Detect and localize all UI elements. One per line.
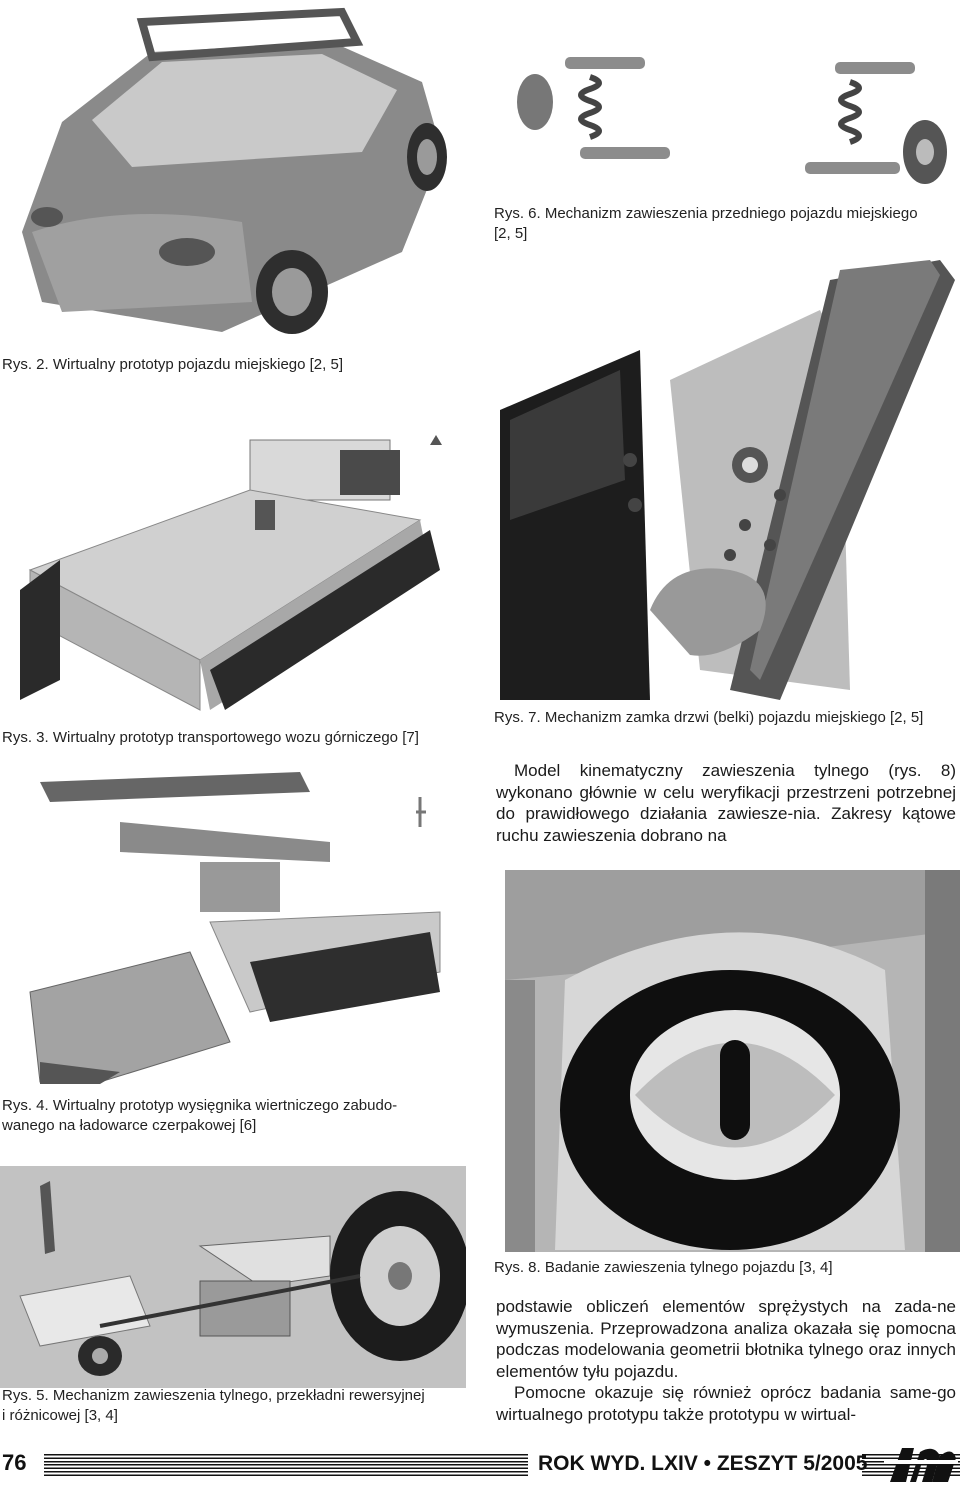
paragraph-1-text: Model kinematyczny zawieszenia tylnego (… bbox=[496, 761, 956, 845]
journal-issue-label: ROK WYD. LXIV • ZESZYT 5/2005 bbox=[538, 1452, 868, 1475]
figure-drilling-boom bbox=[0, 762, 470, 1092]
caption-fig8: Rys. 8. Badanie zawieszenia tylnego poja… bbox=[494, 1259, 833, 1276]
drilling-boom-image bbox=[0, 762, 470, 1092]
page-footer: 76 ROK WYD. LXIV • ZESZYT 5/2005 bbox=[0, 1440, 960, 1486]
body-paragraph-1: Model kinematyczny zawieszenia tylnego (… bbox=[496, 760, 956, 846]
figure-rear-gear-mechanism bbox=[0, 1166, 466, 1388]
figure-mining-wagon bbox=[0, 420, 470, 716]
caption-fig6-line1: Rys. 6. Mechanizm zawieszenia przedniego… bbox=[494, 205, 918, 222]
door-lock-image bbox=[500, 260, 960, 700]
front-suspension-image bbox=[505, 2, 960, 198]
figure-door-lock bbox=[500, 260, 960, 700]
journal-logo-icon bbox=[884, 1442, 958, 1484]
figure-rear-suspension-test bbox=[505, 870, 960, 1252]
caption-fig5-line2: i różnicowej [3, 4] bbox=[2, 1407, 118, 1424]
page-number: 76 bbox=[2, 1450, 27, 1475]
figure-city-car bbox=[2, 2, 472, 350]
caption-fig4-line1: Rys. 4. Wirtualny prototyp wysięgnika wi… bbox=[2, 1097, 398, 1114]
mining-wagon-image bbox=[0, 420, 470, 716]
caption-fig6-line2: [2, 5] bbox=[494, 225, 528, 242]
caption-fig4: Rys. 4. Wirtualny prototyp wysięgnika wi… bbox=[2, 1096, 472, 1136]
figure-front-suspension bbox=[505, 2, 960, 198]
caption-fig6: Rys. 6. Mechanizm zawieszenia przedniego… bbox=[494, 204, 960, 244]
city-car-image bbox=[2, 2, 472, 350]
caption-fig5-line1: Rys. 5. Mechanizm zawieszenia tylnego, p… bbox=[2, 1387, 425, 1404]
footer-rule-lines-left bbox=[44, 1454, 528, 1478]
rear-suspension-test-image bbox=[505, 870, 960, 1252]
paragraph-2-text: podstawie obliczeń elementów sprężystych… bbox=[496, 1297, 956, 1381]
caption-fig5: Rys. 5. Mechanizm zawieszenia tylnego, p… bbox=[2, 1386, 472, 1426]
rear-gear-mechanism-image bbox=[0, 1166, 466, 1388]
caption-fig3: Rys. 3. Wirtualny prototyp transportoweg… bbox=[2, 729, 419, 746]
body-paragraphs-bottom: podstawie obliczeń elementów sprężystych… bbox=[496, 1296, 956, 1425]
paragraph-3-text: Pomocne okazuje się również oprócz badan… bbox=[496, 1383, 956, 1424]
caption-fig7: Rys. 7. Mechanizm zamka drzwi (belki) po… bbox=[494, 709, 924, 726]
caption-fig2: Rys. 2. Wirtualny prototyp pojazdu miejs… bbox=[2, 356, 343, 373]
caption-fig4-line2: wanego na ładowarce czerpakowej [6] bbox=[2, 1117, 257, 1134]
